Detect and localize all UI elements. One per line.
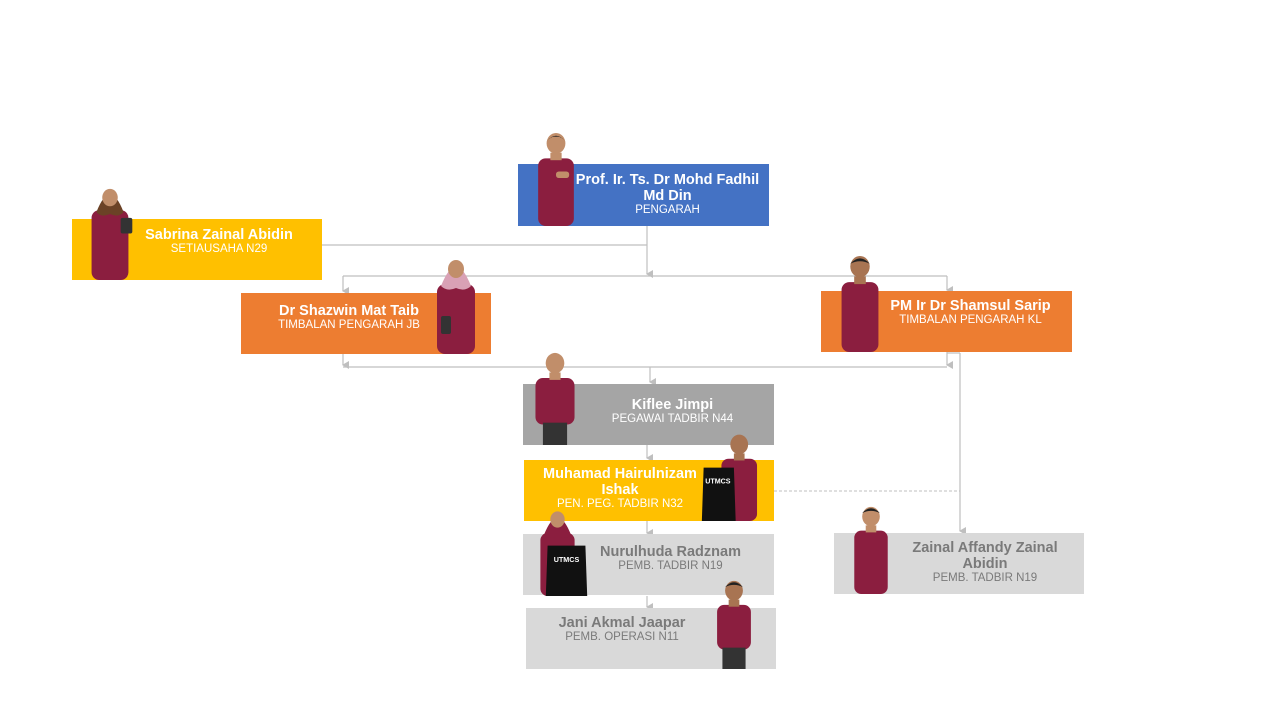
node-deputy-kl-role: TIMBALAN PENGARAH KL xyxy=(899,314,1042,326)
node-asst-admin-role: PEN. PEG. TADBIR N32 xyxy=(556,498,684,510)
node-clerk-2-name: Zainal Affandy Zainal Abidin xyxy=(912,540,1058,572)
node-operator-role: PEMB. OPERASI N11 xyxy=(565,631,679,643)
photo-director xyxy=(538,132,574,226)
node-clerk-2-role: PEMB. TADBIR N19 xyxy=(932,572,1038,584)
node-director-name: Prof. Ir. Ts. Dr Mohd Fadhil Md Din xyxy=(575,172,760,204)
photo-clerk-2 xyxy=(854,506,888,594)
node-deputy-jb-role: TIMBALAN PENGARAH JB xyxy=(278,319,420,331)
asst-admin-shirt-print: UTMCS xyxy=(705,478,731,486)
photo-deputy-kl xyxy=(841,255,879,352)
node-secretary-role: SETIAUSAHA N29 xyxy=(170,243,268,255)
photo-asst-admin: UTMCS xyxy=(701,434,758,521)
photo-admin-officer xyxy=(535,352,575,445)
photo-deputy-jb xyxy=(437,260,475,354)
photo-secretary xyxy=(91,188,133,280)
photo-operator xyxy=(717,580,751,669)
node-deputy-jb-name: Dr Shazwin Mat Taib xyxy=(279,303,419,319)
node-clerk-1-role: PEMB. TADBIR N19 xyxy=(618,560,723,572)
node-director-role: PENGARAH xyxy=(635,204,700,216)
photo-clerk-1: UTMCS xyxy=(540,511,588,596)
clerk-1-shirt-print: UTMCS xyxy=(554,555,580,564)
node-operator-name: Jani Akmal Jaapar xyxy=(558,615,686,631)
node-secretary-name: Sabrina Zainal Abidin xyxy=(145,227,293,243)
node-asst-admin-name: Muhamad Hairulnizam Ishak xyxy=(543,466,697,498)
node-deputy-kl-name: PM Ir Dr Shamsul Sarip xyxy=(890,298,1051,314)
node-clerk-1-name: Nurulhuda Radznam xyxy=(600,544,741,560)
node-admin-officer-name: Kiflee Jimpi xyxy=(631,397,714,413)
node-admin-officer-role: PEGAWAI TADBIR N44 xyxy=(611,413,734,425)
